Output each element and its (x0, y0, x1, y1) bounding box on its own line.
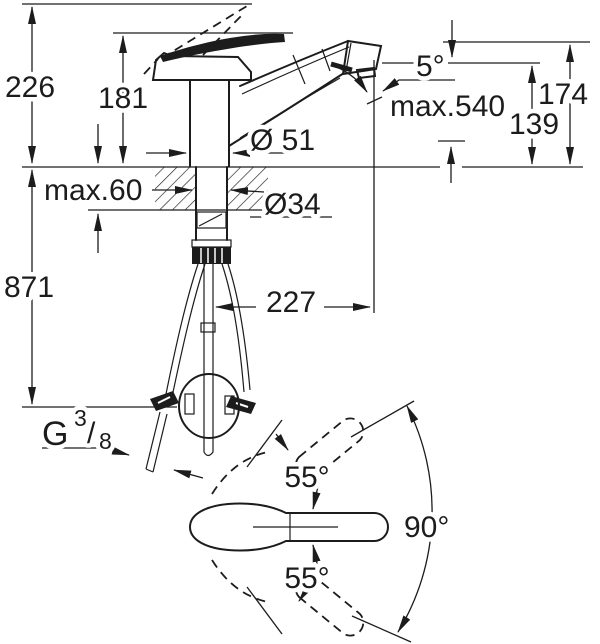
swivel-angle-dimension (246, 400, 433, 643)
dim-hole-diameter: Ø34 (264, 188, 321, 221)
spray-head (330, 39, 383, 80)
faucet-base (189, 79, 230, 167)
mounting-nut (192, 247, 231, 264)
dim-depth-below: 871 (4, 271, 54, 304)
lever-raised-dashed (143, 5, 248, 75)
dim-height-closed: 181 (98, 82, 148, 115)
lever-top-solid (188, 502, 389, 552)
faucet-side-view (143, 5, 383, 167)
thread-slash: / (87, 417, 96, 450)
supply-hose-right (221, 263, 256, 414)
dim-spout-top-height: 174 (538, 78, 588, 111)
dim-counter-thickness: max.60 (44, 174, 142, 207)
under-counter-assembly (145, 166, 256, 473)
mounting-washer (191, 239, 232, 248)
dim-pullout-max: max.540 (390, 90, 505, 123)
thread-denominator: 8 (99, 428, 112, 454)
hose-fitting-left (150, 391, 179, 411)
pullout-hose (178, 264, 240, 457)
dim-swivel-total: 90° (404, 511, 449, 544)
aerator-mark (330, 61, 353, 73)
dimension-labels: 226 181 871 max.60 Ø34 Ø 51 5° max.540 1… (0, 46, 593, 600)
lever-handle-side (160, 33, 285, 62)
lever-top-dashed-up (294, 417, 365, 480)
dim-height-raised: 226 (5, 71, 55, 104)
lever-top-dashed-down (294, 574, 365, 637)
supply-hose-left (145, 263, 206, 473)
dim-swivel-up: 55° (284, 461, 329, 494)
dim-thread-size: G 3 / 8 (38, 401, 117, 459)
thread-numerator: 3 (74, 405, 87, 431)
dim-outlet-height: 139 (509, 108, 559, 141)
spout (228, 40, 350, 147)
dim-base-diameter: Ø 51 (250, 124, 315, 157)
dim-swivel-down: 55° (284, 562, 329, 595)
dim-projection: 227 (266, 286, 316, 319)
dimension-arrows (28, 6, 574, 479)
thread-g: G (42, 415, 68, 453)
mounting-bracket (196, 211, 227, 229)
lever-top-view (188, 400, 433, 643)
countertop-section (155, 167, 268, 210)
hose-weight (178, 373, 240, 439)
dim-outlet-angle: 5° (416, 50, 445, 83)
